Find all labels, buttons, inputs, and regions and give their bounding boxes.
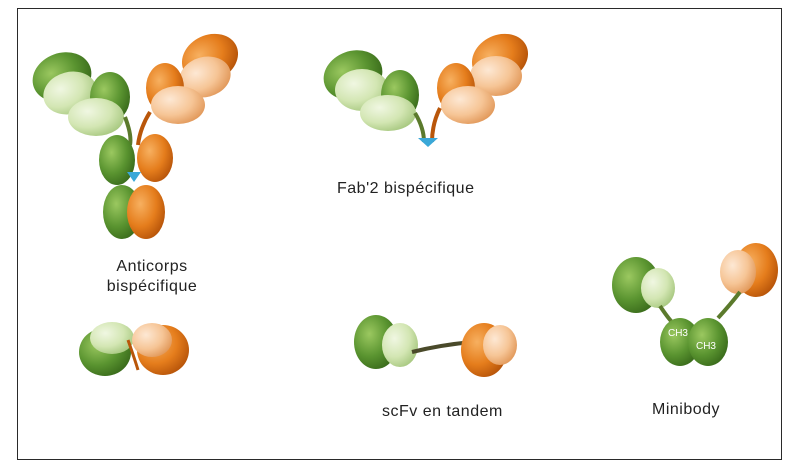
ch2-domain-orange <box>137 134 173 182</box>
ch3-right-label: CH3 <box>696 341 716 352</box>
disulfide-bond-icon <box>127 172 141 182</box>
anticorps-label-line1: Anticorps <box>116 258 188 275</box>
minibody-label: Minibody <box>652 401 721 418</box>
ch3-domain-orange <box>127 185 165 239</box>
fab2-bispecific-icon <box>323 33 529 147</box>
cl-domain-green <box>68 98 124 136</box>
mini-linker-right <box>716 290 742 320</box>
diabody-green-light <box>90 322 134 354</box>
fab-hinge-orange <box>430 107 442 143</box>
mini-vl-orange <box>720 250 756 294</box>
mini-ch3-left <box>660 318 700 366</box>
scfv-green-light <box>382 323 418 367</box>
fab-hinge-green <box>413 111 426 143</box>
cl-domain-orange <box>151 86 205 124</box>
mini-ch3-right <box>688 318 728 366</box>
hinge-orange <box>136 110 152 146</box>
scfv-orange-light <box>483 325 517 365</box>
ch2-domain-green <box>99 135 135 185</box>
diabody-orange-light <box>132 323 172 357</box>
scfv-tandem-icon <box>354 315 517 377</box>
diabody-linker <box>126 339 140 371</box>
anticorps-label-line2: bispécifique <box>106 278 198 295</box>
bispecific-antibody-icon <box>32 33 239 239</box>
ch3-left-label: CH3 <box>668 328 688 339</box>
diabody-icon <box>79 322 189 376</box>
fab2-label: Fab'2 bispécifique <box>337 180 475 197</box>
fab-disulfide-icon <box>418 138 438 147</box>
fab-cl-orange <box>441 86 495 124</box>
mini-linker-left <box>658 304 674 324</box>
mini-vl-green <box>641 268 675 308</box>
fab-vl-orange <box>470 56 522 96</box>
minibody-icon: CH3 CH3 <box>612 243 778 366</box>
vl-domain-orange <box>179 56 231 98</box>
scfv-tandem-label: scFv en tandem <box>382 403 503 420</box>
figure-frame <box>17 8 782 460</box>
fab-cl-green <box>360 95 416 131</box>
